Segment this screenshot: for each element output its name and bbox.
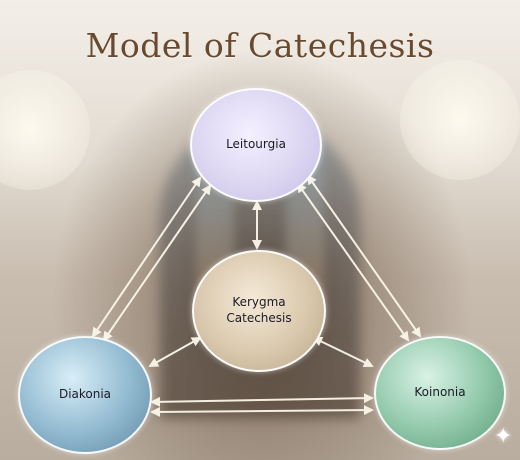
node-kerygma-catechesis: Kerygma Catechesis — [192, 250, 326, 372]
node-leitourgia: Leitourgia — [190, 88, 322, 202]
node-label-line2: Catechesis — [226, 311, 292, 325]
node-label-line1: Kerygma — [232, 295, 286, 310]
arrow-top-left-inner — [102, 184, 212, 342]
arrow-center-left — [148, 337, 202, 367]
arrow-bottom-lower — [150, 405, 374, 417]
arrow-center-right — [312, 336, 374, 368]
node-label: Diakonia — [58, 387, 112, 402]
node-koinonia: Koinonia — [374, 336, 506, 450]
node-label: Leitourgia — [226, 137, 286, 152]
arrow-bottom-upper — [150, 393, 374, 407]
node-diakonia: Diakonia — [18, 336, 152, 454]
sparkle-icon: ✦ — [494, 424, 513, 449]
arrow-top-right-inner — [296, 182, 410, 342]
arrow-top-left-outer — [91, 176, 202, 338]
slide-title: Model of Catechesis — [85, 26, 435, 65]
node-label: Koinonia — [414, 385, 466, 400]
background-light — [400, 60, 520, 180]
